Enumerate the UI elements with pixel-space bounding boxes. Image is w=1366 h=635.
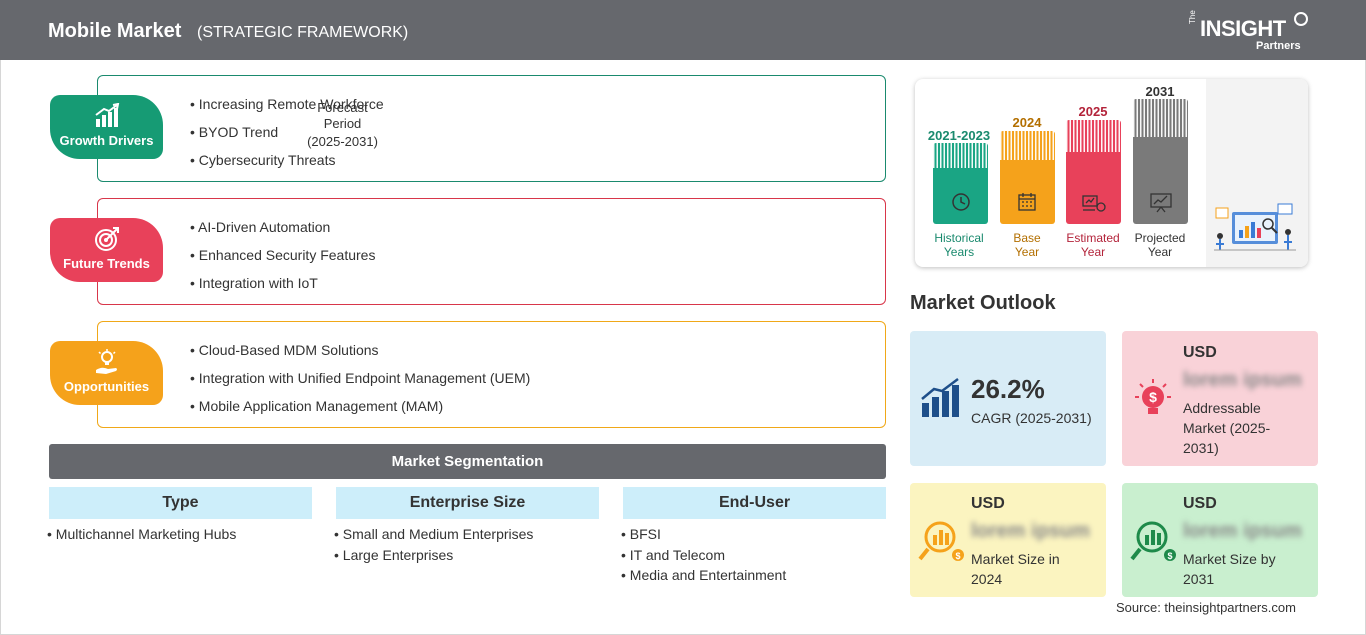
list-item: Large Enterprises bbox=[334, 547, 533, 568]
growth-drivers-list: Increasing Remote Workforce BYOD Trend C… bbox=[190, 96, 384, 180]
addressable-label: Addressable Market (2025-2031) bbox=[1183, 400, 1271, 456]
year-label-historical: 2021-2023 bbox=[927, 128, 991, 143]
source-credit[interactable]: Source: theinsightpartners.com bbox=[1116, 600, 1296, 615]
target-icon bbox=[95, 227, 119, 251]
list-item: Multichannel Marketing Hubs bbox=[47, 526, 237, 547]
year-label-base: 2024 bbox=[1012, 115, 1042, 130]
insight-partners-logo[interactable]: The INSIGHT Partners bbox=[1188, 10, 1318, 55]
opportunities-badge: Opportunities bbox=[50, 341, 163, 405]
segment-header-end-user: End-User bbox=[623, 487, 886, 519]
caption-projected-line1: Projected bbox=[1134, 231, 1186, 245]
projected-bar bbox=[1133, 99, 1188, 224]
opportunities-panel: Cloud-Based MDM Solutions Integration wi… bbox=[97, 321, 886, 428]
estimate-icon bbox=[1082, 195, 1106, 212]
caption-projected-line2: Year bbox=[1147, 245, 1173, 259]
size-2024-value: lorem ipsum bbox=[971, 520, 1090, 542]
market-size-2031-card: $ USD lorem ipsum Market Size by 2031 bbox=[1122, 483, 1318, 597]
list-item: Mobile Application Management (MAM) bbox=[190, 398, 530, 426]
market-segmentation-title: Market Segmentation bbox=[49, 444, 886, 479]
list-item: Increasing Remote Workforce bbox=[190, 96, 384, 124]
list-item: Integration with Unified Endpoint Manage… bbox=[190, 370, 531, 398]
opportunities-list: Cloud-Based MDM Solutions Integration wi… bbox=[190, 342, 531, 426]
list-item: Cloud-Based MDM Solutions bbox=[190, 342, 530, 370]
money-bulb-icon: $ bbox=[1135, 379, 1171, 414]
logo-insight-text: INSIGHT bbox=[1200, 16, 1286, 41]
estimated-bar bbox=[1066, 120, 1121, 224]
cagr-value: 26.2% bbox=[971, 374, 1045, 404]
history-icon bbox=[952, 193, 970, 211]
segment-list-enterprise-size: Small and Medium Enterprises Large Enter… bbox=[334, 526, 534, 568]
caption-estimated-line1: Estimated bbox=[1066, 231, 1120, 245]
year-label-projected: 2031 bbox=[1145, 84, 1175, 99]
cagr-card: 26.2% CAGR (2025-2031) bbox=[910, 331, 1106, 466]
growth-bars-icon bbox=[921, 378, 959, 417]
bar-hatch bbox=[1000, 131, 1055, 160]
addressable-market-card: $ USD lorem ipsum Addressable Market (20… bbox=[1122, 331, 1318, 466]
lightbulb-hand-icon bbox=[96, 349, 117, 374]
future-trends-label: Future Trends bbox=[63, 256, 150, 271]
market-forecast-icon: $ bbox=[1130, 521, 1176, 561]
growth-drivers-label: Growth Drivers bbox=[59, 133, 154, 148]
market-size-2024-card: $ USD lorem ipsum Market Size in 2024 bbox=[910, 483, 1106, 597]
bar-hatch bbox=[933, 143, 988, 168]
logo-ring-icon bbox=[1294, 12, 1308, 26]
page-title: Mobile Market bbox=[48, 20, 182, 42]
caption-estimated-line2: Year bbox=[1080, 245, 1106, 259]
size-2031-label: Market Size by 2031 bbox=[1183, 551, 1276, 587]
svg-text:$: $ bbox=[1149, 389, 1157, 405]
caption-base-line2: Year bbox=[1014, 245, 1040, 259]
bar-hatch bbox=[1133, 99, 1188, 137]
future-trends-list: AI-Driven Automation Enhanced Security F… bbox=[190, 219, 375, 303]
projection-icon bbox=[1150, 193, 1172, 213]
list-item: BFSI bbox=[621, 526, 786, 547]
svg-text:$: $ bbox=[955, 551, 960, 561]
historical-bar bbox=[933, 143, 988, 224]
list-item: Media and Entertainment bbox=[621, 567, 786, 588]
list-item: BYOD Trend bbox=[190, 124, 384, 152]
header-bar: Mobile Market (STRATEGIC FRAMEWORK) The … bbox=[0, 0, 1366, 60]
calendar-icon bbox=[1018, 193, 1036, 211]
caption-historical-line2: Years bbox=[943, 245, 975, 259]
addressable-value: lorem ipsum bbox=[1183, 369, 1302, 391]
bar-hatch bbox=[1066, 120, 1121, 152]
size-2031-value: lorem ipsum bbox=[1183, 520, 1302, 542]
list-item: IT and Telecom bbox=[621, 547, 786, 568]
list-item: Small and Medium Enterprises bbox=[334, 526, 534, 547]
forecast-analytics-illustration bbox=[1214, 203, 1296, 251]
market-outlook-title: Market Outlook bbox=[910, 292, 1056, 314]
segment-header-type: Type bbox=[49, 487, 312, 519]
market-analysis-icon: $ bbox=[918, 521, 964, 561]
forecast-label: Forecast Period bbox=[317, 100, 368, 131]
list-item: AI-Driven Automation bbox=[190, 219, 375, 247]
growth-chart-icon bbox=[95, 103, 120, 127]
size-2024-label: Market Size in 2024 bbox=[971, 551, 1060, 587]
segment-list-end-user: BFSI IT and Telecom Media and Entertainm… bbox=[621, 526, 786, 588]
forecast-range: (2025-2031) bbox=[307, 134, 378, 149]
opportunities-label: Opportunities bbox=[63, 379, 150, 394]
caption-historical-line1: Historical bbox=[934, 231, 984, 245]
addressable-currency: USD bbox=[1183, 344, 1217, 361]
size-2024-currency: USD bbox=[971, 495, 1005, 512]
page-subtitle: (STRATEGIC FRAMEWORK) bbox=[197, 24, 409, 41]
segment-list-type: Multichannel Marketing Hubs bbox=[47, 526, 237, 547]
future-trends-panel: AI-Driven Automation Enhanced Security F… bbox=[97, 198, 886, 305]
list-item: Enhanced Security Features bbox=[190, 247, 376, 275]
forecast-period-text: Forecast Period (2025-2031) bbox=[305, 100, 380, 150]
growth-drivers-panel: Increasing Remote Workforce BYOD Trend C… bbox=[97, 75, 886, 182]
future-trends-badge: Future Trends bbox=[50, 218, 163, 282]
svg-text:$: $ bbox=[1167, 551, 1172, 561]
base-bar bbox=[1000, 131, 1055, 224]
year-label-estimated: 2025 bbox=[1078, 104, 1108, 119]
size-2031-currency: USD bbox=[1183, 495, 1217, 512]
caption-base-line1: Base bbox=[1013, 231, 1041, 245]
list-item: Integration with IoT bbox=[190, 275, 375, 303]
cagr-label: CAGR (2025-2031) bbox=[971, 410, 1092, 426]
logo-the-text: The bbox=[1188, 10, 1197, 24]
list-item: Cybersecurity Threats bbox=[190, 152, 384, 180]
logo-partners-text: Partners bbox=[1256, 40, 1301, 52]
growth-drivers-badge: Growth Drivers bbox=[50, 95, 163, 159]
segment-header-enterprise-size: Enterprise Size bbox=[336, 487, 599, 519]
